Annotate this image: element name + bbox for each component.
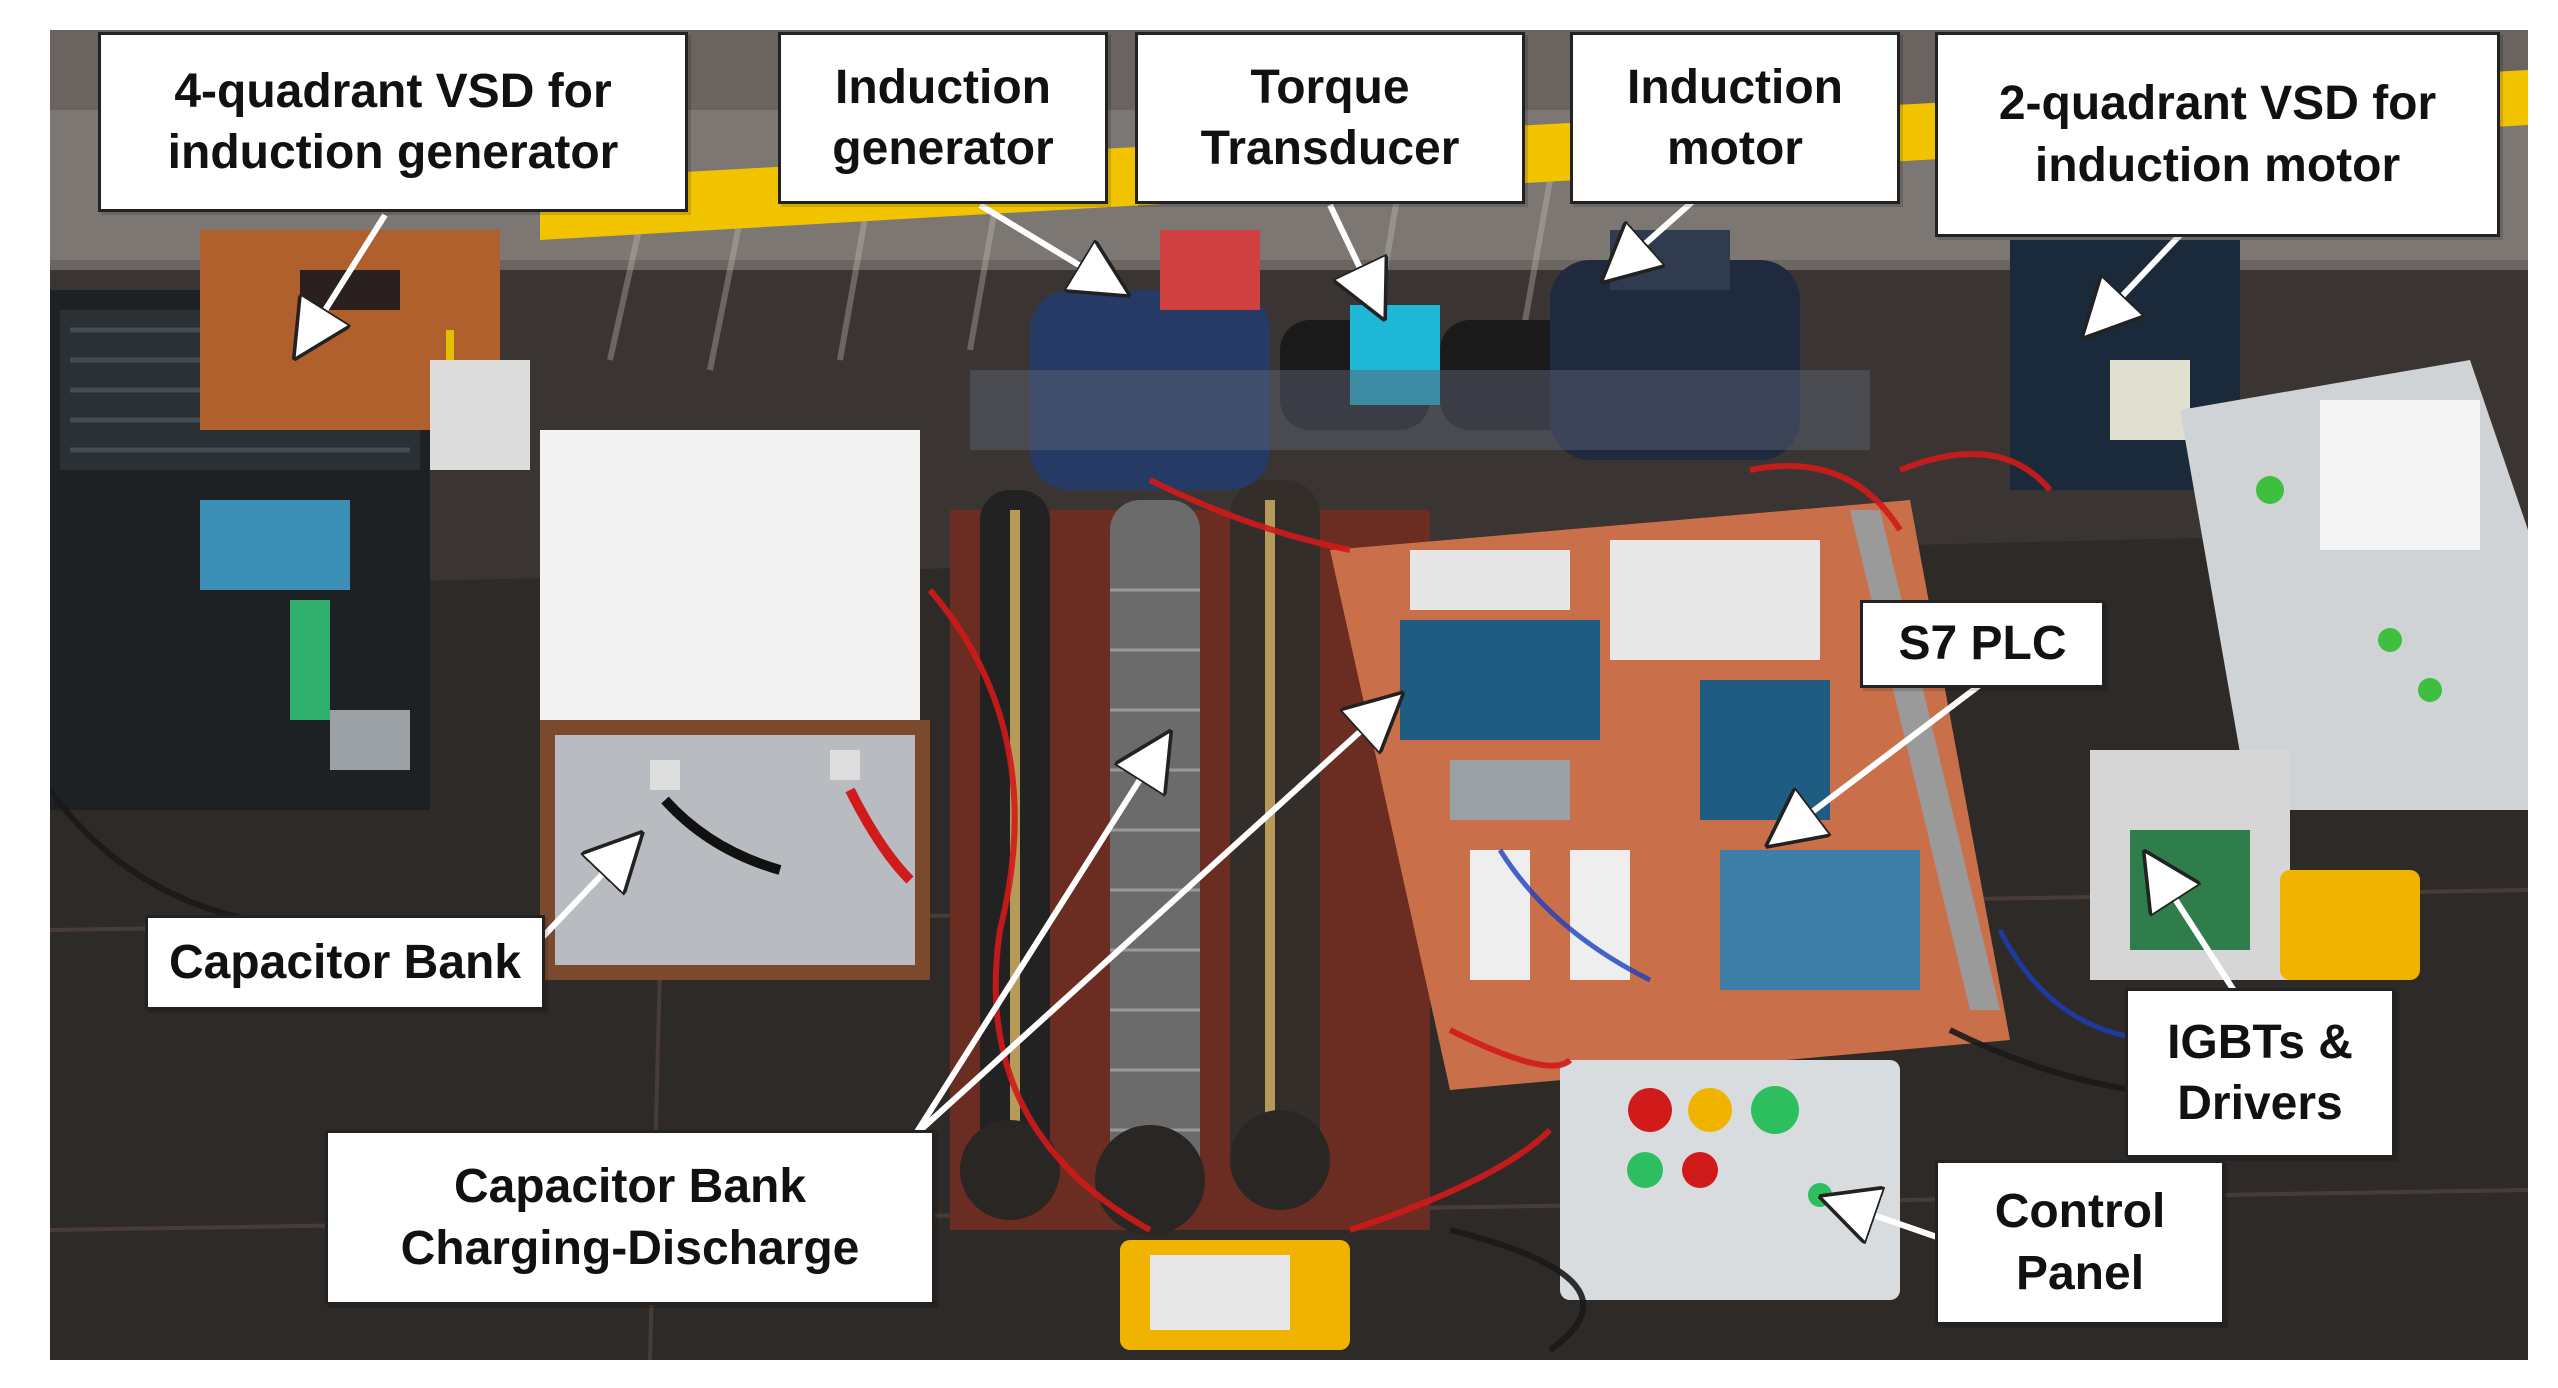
label-torque-transducer: Torque Transducer [1135,32,1525,204]
label-4quadrant-vsd: 4-quadrant VSD for induction generator [98,32,688,212]
label-s7-plc: S7 PLC [1860,600,2105,688]
label-capacitor-bank-charging: Capacitor Bank Charging-Discharge [325,1130,935,1305]
label-induction-generator: Induction generator [778,32,1108,204]
label-igbts-drivers: IGBTs & Drivers [2125,988,2395,1158]
label-2quadrant-vsd: 2-quadrant VSD for induction motor [1935,32,2500,237]
oscilloscope [2180,360,2528,810]
control-board [1330,500,2010,1090]
label-capacitor-bank: Capacitor Bank [145,915,545,1010]
motor-generator-set [970,230,1870,490]
control-panel-box [1560,1060,1900,1300]
label-induction-motor: Induction motor [1570,32,1900,204]
capacitor-bank-box [540,430,930,980]
label-control-panel: Control Panel [1935,1160,2225,1325]
